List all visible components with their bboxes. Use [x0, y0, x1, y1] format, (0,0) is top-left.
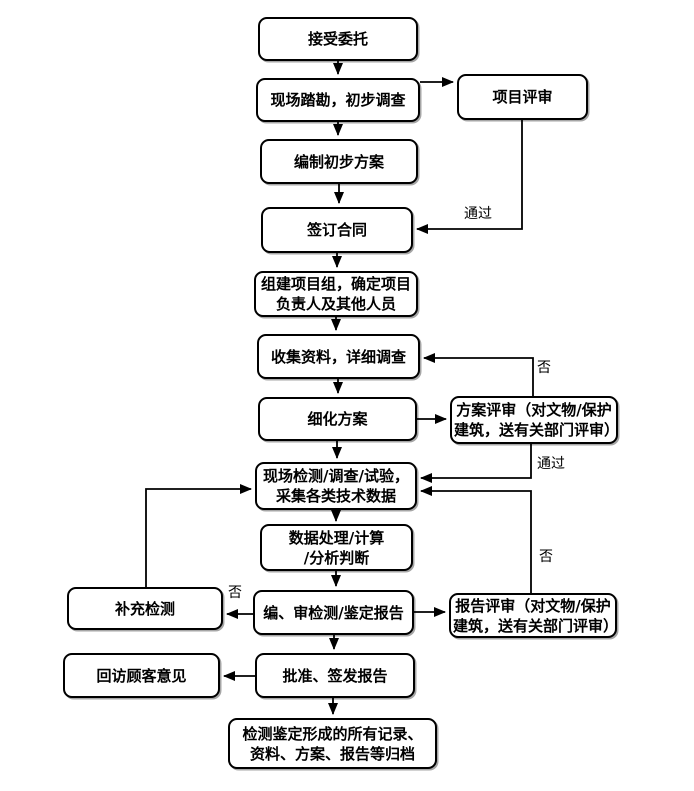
node-form-project-team: 组建项目组，确定项目 负责人及其他人员	[254, 271, 418, 317]
node-collect-data: 收集资料，详细调查	[257, 334, 420, 379]
edge-label-project-review-pass: 通过	[464, 206, 492, 222]
node-report-compilation: 编、审检测/鉴定报告	[253, 590, 414, 635]
node-supplementary-testing: 补充检测	[67, 587, 223, 630]
edge-label-report-edit-no: 否	[228, 585, 242, 601]
edge-label-plan-review-no: 否	[537, 360, 551, 376]
node-draft-plan: 编制初步方案	[260, 139, 418, 184]
node-field-testing: 现场检测/调查/试验， 采集各类技术数据	[255, 462, 417, 510]
edge-label-report-review-no: 否	[539, 549, 553, 565]
node-report-review: 报告评审（对文物/保护 建筑，送有关部门评审）	[449, 593, 618, 638]
node-project-review: 项目评审	[457, 74, 588, 120]
edge-label-plan-review-pass: 通过	[537, 456, 565, 472]
node-site-survey: 现场踏勘，初步调查	[256, 78, 420, 122]
node-archive-records: 检测鉴定形成的所有记录、 资料、方案、报告等归档	[228, 718, 437, 769]
node-sign-contract: 签订合同	[261, 207, 413, 253]
node-accept-commission: 接受委托	[258, 17, 418, 61]
node-data-processing: 数据处理/计算 /分析判断	[260, 524, 413, 571]
node-plan-review: 方案评审（对文物/保护 建筑，送有关部门评审）	[450, 396, 619, 444]
node-refine-plan: 细化方案	[258, 397, 417, 441]
node-customer-feedback: 回访顾客意见	[63, 653, 220, 698]
node-approve-issue-report: 批准、签发报告	[255, 653, 415, 698]
